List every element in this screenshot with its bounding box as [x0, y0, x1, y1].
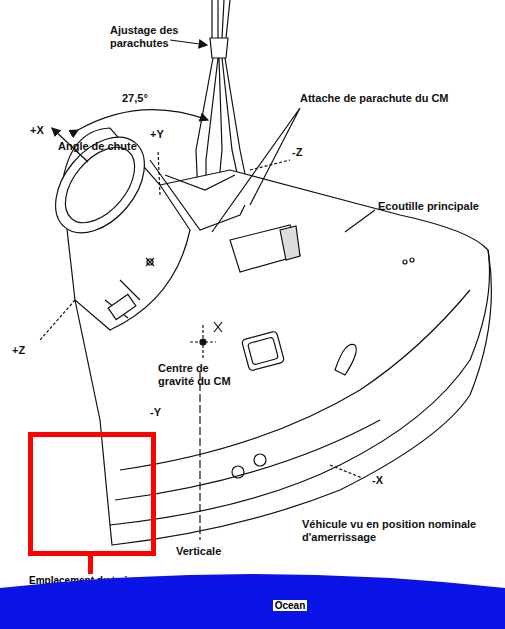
- part-label: -X: [372, 474, 383, 487]
- part-label: Centre de gravité du CM: [158, 362, 243, 388]
- part-label: +Z: [12, 344, 25, 357]
- part-label: -Y: [150, 406, 161, 419]
- part-label: Ecoutille principale: [378, 200, 479, 213]
- part-label: -Z: [292, 146, 302, 159]
- part-label: Véhicule vu en position nominale d'amerr…: [302, 518, 492, 544]
- part-label: Ajustage des parachutes: [110, 24, 180, 50]
- ocean-band: Ocean: [0, 566, 505, 629]
- part-label: Angle de chute: [58, 140, 137, 153]
- ocean-text: Ocean: [273, 600, 308, 611]
- part-label: +X: [30, 124, 44, 137]
- ocean-shape: [0, 566, 505, 629]
- part-label: Attache de parachute du CM: [300, 92, 480, 105]
- callout-stem: [88, 556, 93, 574]
- part-label: Verticale: [176, 545, 221, 558]
- part-label: 27,5°: [122, 92, 148, 105]
- part-label: +Y: [150, 128, 164, 141]
- callout-frame: Emplacement du train d'atterrissage: [28, 432, 156, 556]
